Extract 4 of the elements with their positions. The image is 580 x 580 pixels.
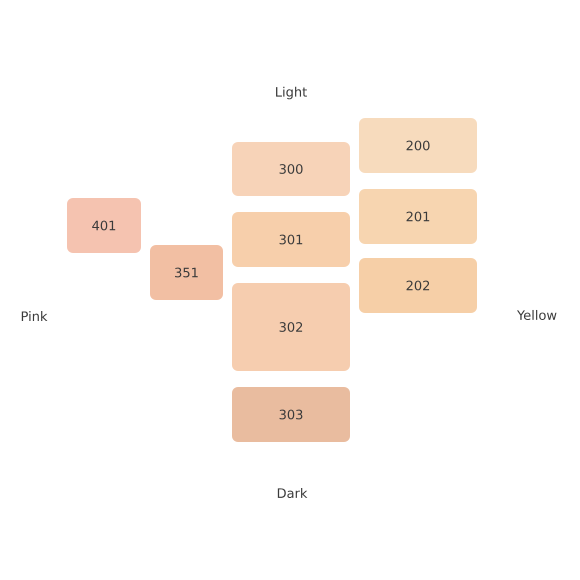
axis-label: Dark [278, 488, 308, 498]
axis-label: Light [276, 86, 307, 100]
axis-label: Yellow [516, 310, 556, 320]
axis-label: Pink [22, 311, 48, 321]
